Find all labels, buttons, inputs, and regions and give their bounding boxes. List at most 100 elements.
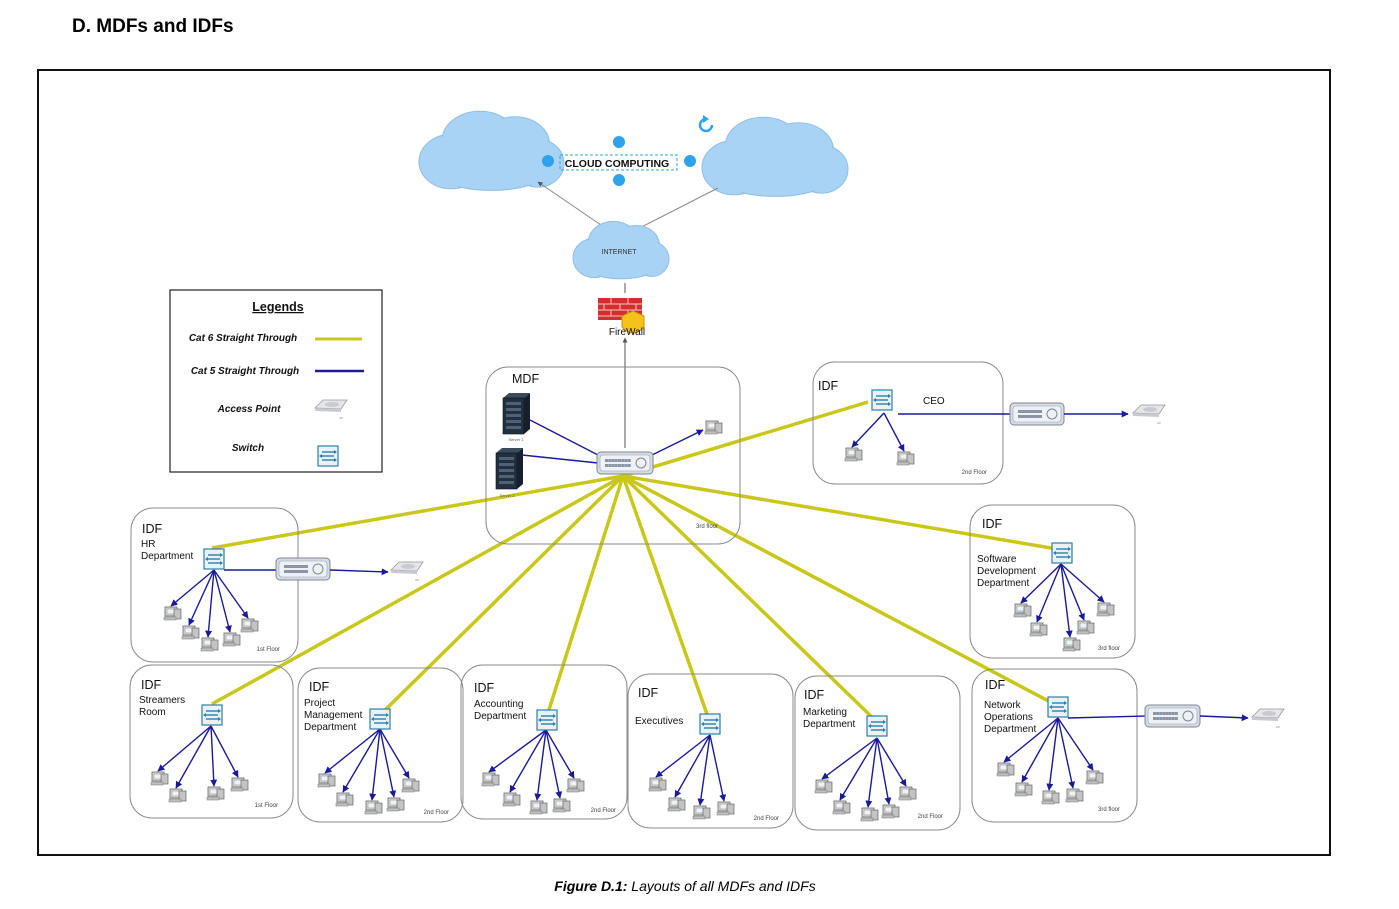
computer-icon <box>1085 770 1104 785</box>
access-point-icon: AP <box>1251 708 1285 729</box>
cat5-cable <box>210 725 218 787</box>
marketing-idf-box <box>794 675 961 831</box>
cat5-cable <box>697 734 711 806</box>
network-idf-box <box>971 668 1138 823</box>
server2-label: Server 2 <box>499 493 515 498</box>
selection-handle <box>613 174 625 186</box>
cat5-cable <box>210 725 239 778</box>
cat5-cable <box>1057 717 1076 789</box>
computer-icon <box>386 797 405 812</box>
hr-switch <box>203 548 225 570</box>
computer-icon <box>1014 782 1033 797</box>
cat5-cable <box>674 734 711 798</box>
cat5-cable <box>1021 717 1059 783</box>
software-name-label: Department <box>977 578 1029 589</box>
mdf-label: MDF <box>512 372 539 386</box>
selection-handle <box>684 155 696 167</box>
computer-icon <box>481 772 500 787</box>
computer-icon <box>335 792 354 807</box>
access-point-icon: AP <box>390 561 424 582</box>
software-name-label: Software <box>977 554 1017 565</box>
cat5-cable <box>545 729 563 799</box>
svg-text:AP: AP <box>1276 725 1280 729</box>
computer-icon <box>832 800 851 815</box>
internet-label: INTERNET <box>602 249 638 256</box>
computer-icon <box>230 777 249 792</box>
cat5-cable <box>175 725 212 789</box>
cat5-cable <box>709 734 727 802</box>
computer-icon <box>222 632 241 647</box>
network-switch <box>1047 696 1069 718</box>
legend-ap-label: Access Point <box>217 404 281 415</box>
executives-floor-label: 2nd Floor <box>754 816 779 822</box>
caption-label: Figure D.1: <box>554 878 628 894</box>
project-name-label: Department <box>304 722 356 733</box>
network-name-label: Department <box>984 724 1036 735</box>
computer-icon <box>181 625 200 640</box>
cat5-cable <box>1046 717 1059 791</box>
cat5-cable <box>851 412 885 448</box>
streamers-name-label: Room <box>139 707 166 718</box>
ceo-idf-label: IDF <box>818 379 839 393</box>
cat5-cable <box>188 569 215 626</box>
network-idf-label: IDF <box>985 678 1006 692</box>
ceo-floor-label: 2nd Floor <box>962 470 987 476</box>
hr-idf-label: IDF <box>142 522 163 536</box>
cat5-cable <box>329 568 389 576</box>
cat5-cable <box>1060 563 1073 638</box>
cat6-cable <box>545 475 625 717</box>
legend-access-point-icon: AP <box>314 399 348 420</box>
cat5-cable <box>1020 563 1062 604</box>
computer-icon <box>529 800 548 815</box>
computer-icon <box>206 786 225 801</box>
cat6-cable <box>211 474 624 550</box>
computer-icon <box>1062 637 1081 652</box>
software-switch <box>1051 542 1073 564</box>
cat5-cable <box>534 729 547 801</box>
cat5-cable <box>655 734 711 778</box>
project-name-label: Management <box>304 710 363 721</box>
cat5-cable <box>1060 563 1105 603</box>
cat5-cable <box>821 737 878 780</box>
cat5-cable <box>1199 714 1249 722</box>
computer-icon <box>844 447 863 462</box>
svg-text:AP: AP <box>339 416 343 420</box>
cat5-cable <box>545 729 575 779</box>
hr-router <box>275 557 331 581</box>
cat5-cable <box>865 737 878 808</box>
cat5-cable <box>1060 563 1085 621</box>
cat5-cable <box>213 569 249 619</box>
legend-switch-icon <box>317 445 339 467</box>
cat5-cable <box>883 412 905 452</box>
legend-box <box>169 289 383 473</box>
accounting-switch <box>536 709 558 731</box>
computer-icon <box>860 807 879 822</box>
computer-icon <box>648 777 667 792</box>
cat5-cable <box>324 728 381 774</box>
computer-icon <box>150 771 169 786</box>
computer-icon <box>1076 620 1095 635</box>
cat5-cable <box>1036 563 1062 623</box>
cat5-cable <box>876 737 892 805</box>
legend-cat6-label: Cat 6 Straight Through <box>189 333 297 344</box>
software-idf-label: IDF <box>982 517 1003 531</box>
executives-idf-label: IDF <box>638 686 659 700</box>
cat5-cable <box>213 569 232 633</box>
computer-icon <box>502 792 521 807</box>
project-switch <box>369 708 391 730</box>
refresh-icon <box>698 115 714 133</box>
network-router <box>1144 704 1201 728</box>
diagram-frame <box>37 69 1331 856</box>
accounting-floor-label: 2nd Floor <box>591 808 616 814</box>
server-icon <box>495 448 523 490</box>
cloud-icon <box>572 220 670 280</box>
project-idf-box <box>297 667 464 823</box>
project-idf-label: IDF <box>309 680 330 694</box>
cat6-cable <box>621 475 710 718</box>
selection-handle <box>613 136 625 148</box>
streamers-idf-label: IDF <box>141 678 162 692</box>
marketing-name-label: Department <box>803 719 855 730</box>
firewall-icon <box>598 298 645 334</box>
cat5-cable <box>157 725 212 772</box>
executives-name-label: Executives <box>635 716 683 727</box>
